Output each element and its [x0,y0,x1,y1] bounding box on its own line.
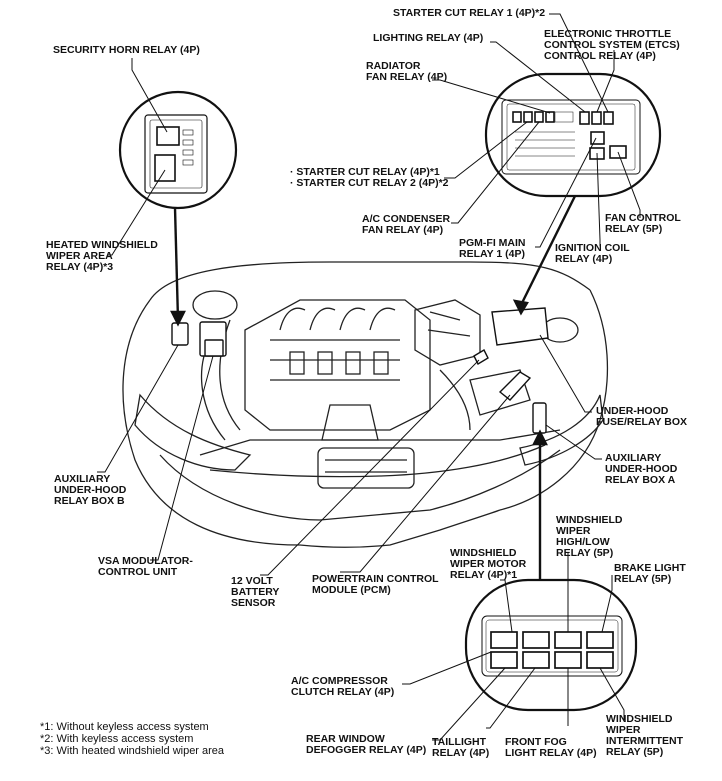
detail-circle-security [118,90,238,210]
label-under-hood-fuse-relay-box: UNDER-HOOD FUSE/RELAY BOX [596,405,688,428]
label-ac-compressor-relay: A/C COMPRESSOR CLUTCH RELAY (4P) [291,675,395,698]
label-starter-cut-relay-1: STARTER CUT RELAY 1 (4P)*2 [393,7,546,19]
footnote-2: *2: With keyless access system [40,733,194,745]
detail-circle-aux-box-a [464,578,638,712]
under-hood-box-mark [491,307,549,346]
label-etcs-relay: ELECTRONIC THROTTLE CONTROL SYSTEM (ETCS… [544,28,680,62]
label-starter-cut-relay-list: · STARTER CUT RELAY (4P)*1 · STARTER CUT… [290,166,449,189]
under-hood-box-detail [501,99,641,175]
label-aux-relay-box-b: AUXILIARY UNDER-HOOD RELAY BOX B [54,473,127,507]
label-fan-control-relay: FAN CONTROL RELAY (5P) [605,212,681,235]
aux-box-b-mark [171,322,189,346]
pcm-mark [498,371,532,401]
label-radiator-fan-relay: RADIATOR FAN RELAY (4P) [366,60,448,83]
battery-sensor-mark [473,349,489,365]
label-battery-sensor: 12 VOLT BATTERY SENSOR [231,575,280,609]
label-wiper-intermittent-relay: WINDSHIELD WIPER INTERMITTENT RELAY (5P) [606,713,683,758]
aux-box-a-detail [481,615,623,677]
label-pcm: POWERTRAIN CONTROL MODULE (PCM) [312,573,439,596]
label-pgm-fi-main-relay: PGM-FI MAIN RELAY 1 (4P) [459,237,526,260]
label-ignition-coil-relay: IGNITION COIL RELAY (4P) [555,242,630,265]
leader-lines [97,13,641,741]
label-ac-condenser-fan-relay: A/C CONDENSER FAN RELAY (4P) [362,213,451,236]
label-front-fog-light-relay: FRONT FOG LIGHT RELAY (4P) [505,736,597,759]
label-taillight-relay: TAILLIGHT RELAY (4P) [432,736,490,759]
label-rear-defogger-relay: REAR WINDOW DEFOGGER RELAY (4P) [306,733,427,756]
footnote-1: *1: Without keyless access system [40,721,209,733]
security-relay-box [144,114,208,194]
detail-circle-under-hood [484,72,662,198]
label-wiper-high-low-relay: WINDSHIELD WIPER HIGH/LOW RELAY (5P) [556,514,623,559]
footnote-3: *3: With heated windshield wiper area [40,745,225,757]
component-marks [171,307,549,434]
zoom-connectors [170,195,577,580]
label-aux-relay-box-a: AUXILIARY UNDER-HOOD RELAY BOX A [605,452,678,486]
label-wiper-motor-relay: WINDSHIELD WIPER MOTOR RELAY (4P)*1 [450,547,527,581]
label-heated-windshield-relay: HEATED WINDSHIELD WIPER AREA RELAY (4P)*… [46,239,158,273]
label-vsa-modulator: VSA MODULATOR- CONTROL UNIT [98,555,193,578]
label-security-horn-relay: SECURITY HORN RELAY (4P) [53,44,200,56]
label-brake-light-relay: BRAKE LIGHT RELAY (5P) [614,562,686,585]
aux-box-a-mark [532,402,547,434]
label-lighting-relay: LIGHTING RELAY (4P) [373,32,484,44]
